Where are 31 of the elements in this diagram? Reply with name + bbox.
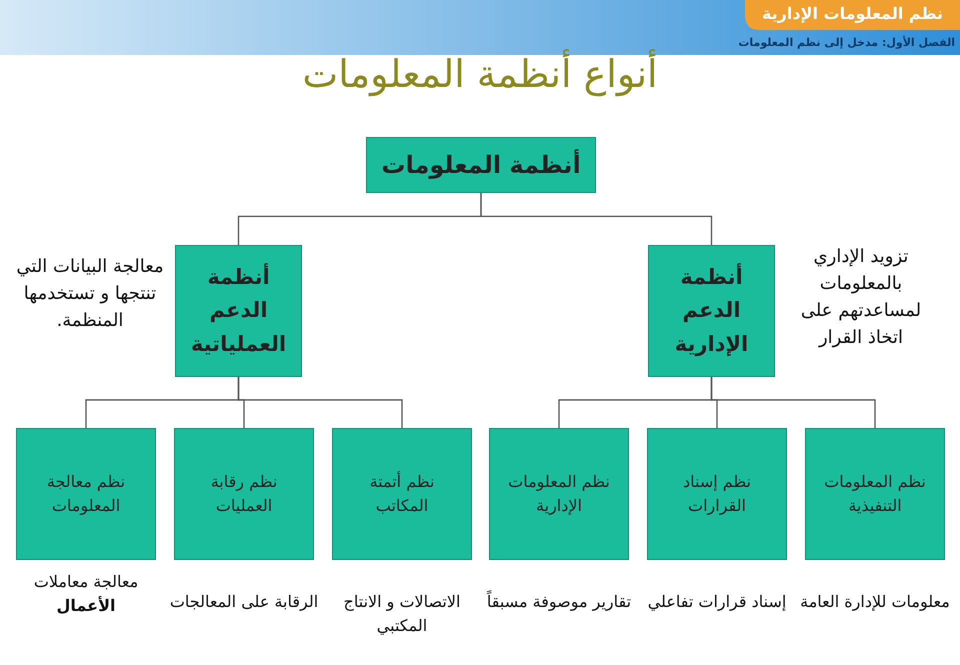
- system-box: [174, 428, 314, 560]
- system-box: [332, 428, 472, 560]
- box-label: أنظمة المعلومات: [381, 151, 581, 179]
- header-tab-text: نظم المعلومات الإدارية: [760, 4, 944, 23]
- box-label: نظم معالجة المعلومات: [46, 471, 126, 517]
- description-text: الاتصالات و الانتاج المكتبي: [342, 591, 462, 637]
- description-text: تزويد الإداري بالمعلومات لمساعدتهم على اتخاذ القرار: [800, 245, 922, 350]
- box-label: نظم المعلومات التنفيذية: [823, 471, 927, 517]
- system-box: [16, 428, 156, 560]
- box-label: نظم المعلومات الإدارية: [507, 471, 611, 517]
- system-box: [647, 428, 787, 560]
- box-label: أنظمة الدعم العملياتية: [190, 262, 288, 358]
- description-text: معالجة البيانات التي تنتجها و تستخدمها المنظمة.: [15, 255, 165, 333]
- box-label: نظم أتمتة المكاتب: [368, 470, 436, 517]
- box-label: أنظمة الدعم الإدارية: [674, 262, 750, 358]
- connector-line: [85, 377, 240, 428]
- description-text: إسناد قرارات تفاعلي: [646, 591, 788, 613]
- description-text: الرقابة على المعالجات: [168, 591, 320, 613]
- description-text: معالجة معاملات الأعمال: [32, 571, 140, 617]
- system-box: [648, 245, 775, 377]
- description-text: معلومات للإدارة العامة: [799, 591, 951, 613]
- system-box: [805, 428, 945, 560]
- header-subtitle: الفصل الأول: مدخل إلى نظم المعلومات: [740, 36, 955, 49]
- connector-line: [558, 377, 712, 428]
- system-box: [489, 428, 629, 560]
- description-text: تقارير موصوفة مسبقاً: [486, 590, 632, 613]
- box-label: نظم إسناد القرارات: [682, 471, 752, 517]
- box-label: نظم رقابة العمليات: [210, 471, 278, 517]
- system-box: [366, 137, 596, 193]
- connector-line: [238, 193, 482, 245]
- system-box: [175, 245, 302, 377]
